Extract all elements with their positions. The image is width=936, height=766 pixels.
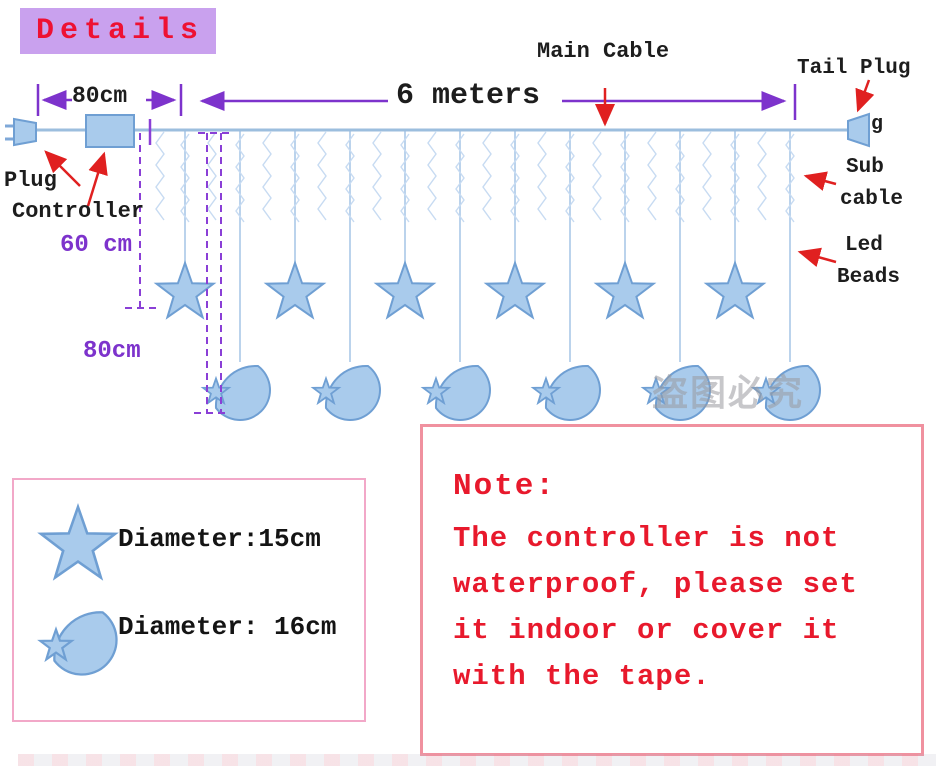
measure-60cm-dashed-line xyxy=(125,119,156,309)
label-80cm-side: 80cm xyxy=(83,338,141,365)
led-beads-string xyxy=(207,131,217,221)
led-beads-string xyxy=(730,133,740,223)
led-beads-string xyxy=(345,133,355,223)
moon-ornament xyxy=(324,364,381,421)
led-beads-string xyxy=(537,131,547,221)
led-beads-string xyxy=(400,133,410,223)
led-beads-string xyxy=(510,133,520,223)
plug-icon xyxy=(5,117,37,147)
led-beads-string xyxy=(262,131,272,221)
led-beads-string xyxy=(317,131,327,221)
led-beads-string xyxy=(180,133,190,223)
label-controller: Controller xyxy=(12,199,145,224)
star-ornament xyxy=(265,262,325,319)
star-ornament xyxy=(375,262,435,319)
led-beads-string xyxy=(675,133,685,223)
star-ornament xyxy=(705,262,765,319)
label-sub: Sub xyxy=(846,156,884,179)
measure-80cm-arrows xyxy=(36,84,183,116)
label-led: Led xyxy=(845,234,883,257)
sub-cable-arrow xyxy=(803,171,837,191)
watermark-text: 盗图必究 xyxy=(652,375,805,416)
led-beads-string xyxy=(785,133,795,223)
label-60cm: 60 cm xyxy=(60,232,133,259)
note-line: it indoor or cover it xyxy=(453,614,840,647)
star-size-icon xyxy=(39,505,117,579)
moon-size-icon xyxy=(39,611,118,676)
callout-arrows xyxy=(44,79,875,267)
details-title-banner: Details xyxy=(20,8,216,54)
led-beads-string xyxy=(620,133,630,223)
moon-ornament xyxy=(214,364,271,421)
plug-arrow xyxy=(44,150,81,187)
led-beads-string xyxy=(592,131,602,221)
led-beads-string xyxy=(647,131,657,221)
led-beads-string xyxy=(155,131,165,221)
led-beads-string xyxy=(757,131,767,221)
star-ornament xyxy=(485,262,545,319)
led-beads-string xyxy=(702,131,712,221)
led-beads-arrow xyxy=(797,247,837,267)
led-beads-string xyxy=(290,133,300,223)
label-80cm-top: 80cm xyxy=(72,83,128,109)
size-legend-box: Diameter:15cm Diameter: 16cm xyxy=(12,478,366,722)
controller-arrow xyxy=(86,151,108,207)
measure-80cm-dashed-line xyxy=(194,132,231,414)
led-beads-string xyxy=(455,133,465,223)
label-plug: Plug xyxy=(4,168,57,193)
star-ornament xyxy=(155,262,215,319)
led-beads-string xyxy=(235,133,245,223)
led-beads-string xyxy=(372,131,382,221)
label-led-beads: Beads xyxy=(837,266,901,289)
note-line: waterproof, please set xyxy=(453,568,858,601)
light-strands xyxy=(155,130,795,362)
note-line: The controller is not xyxy=(453,522,840,555)
moon-diameter-label: Diameter: 16cm xyxy=(118,612,337,642)
label-sub-cable: cable xyxy=(840,188,904,211)
moon-ornament xyxy=(544,364,601,421)
label-stray-g: g xyxy=(871,113,884,136)
tail-plug-icon xyxy=(847,112,870,148)
note-heading: Note: xyxy=(453,469,557,504)
label-6-meters: 6 meters xyxy=(396,79,541,113)
bottom-watermark-strip xyxy=(18,754,936,766)
controller-box xyxy=(85,114,135,148)
star-diameter-label: Diameter:15cm xyxy=(118,524,321,554)
measure-6m-arrows xyxy=(199,84,797,120)
details-title: Details xyxy=(36,14,205,48)
moon-ornament xyxy=(434,364,491,421)
led-beads-string xyxy=(482,131,492,221)
label-tail-plug: Tail Plug xyxy=(797,57,911,80)
note-line: with the tape. xyxy=(453,660,711,693)
note-box: Note: The controller is not waterproof, … xyxy=(420,424,924,756)
label-main-cable: Main Cable xyxy=(537,39,670,64)
tail-plug-arrow xyxy=(855,79,875,113)
led-beads-string xyxy=(427,131,437,221)
led-beads-string xyxy=(565,133,575,223)
star-ornament xyxy=(595,262,655,319)
